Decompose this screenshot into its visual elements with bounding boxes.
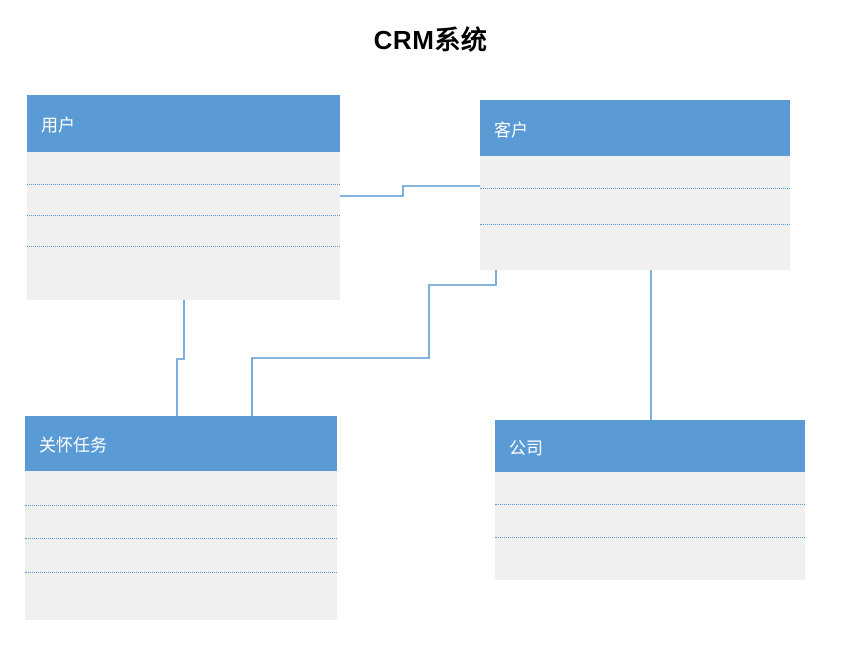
connector-user-care-task <box>176 300 185 416</box>
entity-user-row-2[interactable] <box>27 185 340 216</box>
entity-user-row-1[interactable] <box>27 152 340 185</box>
entity-customer-title: 客户 <box>494 120 528 140</box>
connector-user-customer <box>340 185 480 197</box>
entity-customer-row-3[interactable] <box>480 225 790 270</box>
entity-customer-row-1[interactable] <box>480 156 790 189</box>
entity-care-task-title: 关怀任务 <box>39 436 107 455</box>
entity-customer-row-2[interactable] <box>480 189 790 225</box>
entity-company-title: 公司 <box>509 438 543 458</box>
entity-user-row-4[interactable] <box>27 247 340 300</box>
entity-company-row-3[interactable] <box>495 538 805 580</box>
entity-care-task-row-2[interactable] <box>25 506 337 539</box>
entity-care-task-row-4[interactable] <box>25 573 337 620</box>
entity-user-header: 用户 <box>27 95 340 152</box>
entity-customer-header: 客户 <box>480 100 790 156</box>
entity-customer-body <box>480 156 790 270</box>
entity-user-body <box>27 152 340 300</box>
entity-user-title: 用户 <box>41 116 75 135</box>
entity-customer[interactable]: 客户 <box>480 100 790 270</box>
entity-company-row-2[interactable] <box>495 505 805 538</box>
page-title: CRM系统 <box>373 25 488 55</box>
entity-care-task[interactable]: 关怀任务 <box>25 416 337 620</box>
entity-user[interactable]: 用户 <box>27 95 340 300</box>
entity-company-row-1[interactable] <box>495 472 805 505</box>
entity-care-task-header: 关怀任务 <box>25 416 337 471</box>
entity-care-task-row-1[interactable] <box>25 471 337 506</box>
entity-care-task-body <box>25 471 337 620</box>
entity-company[interactable]: 公司 <box>495 420 805 580</box>
entity-user-row-3[interactable] <box>27 216 340 247</box>
entity-care-task-row-3[interactable] <box>25 539 337 573</box>
entity-company-header: 公司 <box>495 420 805 472</box>
entity-company-body <box>495 472 805 580</box>
